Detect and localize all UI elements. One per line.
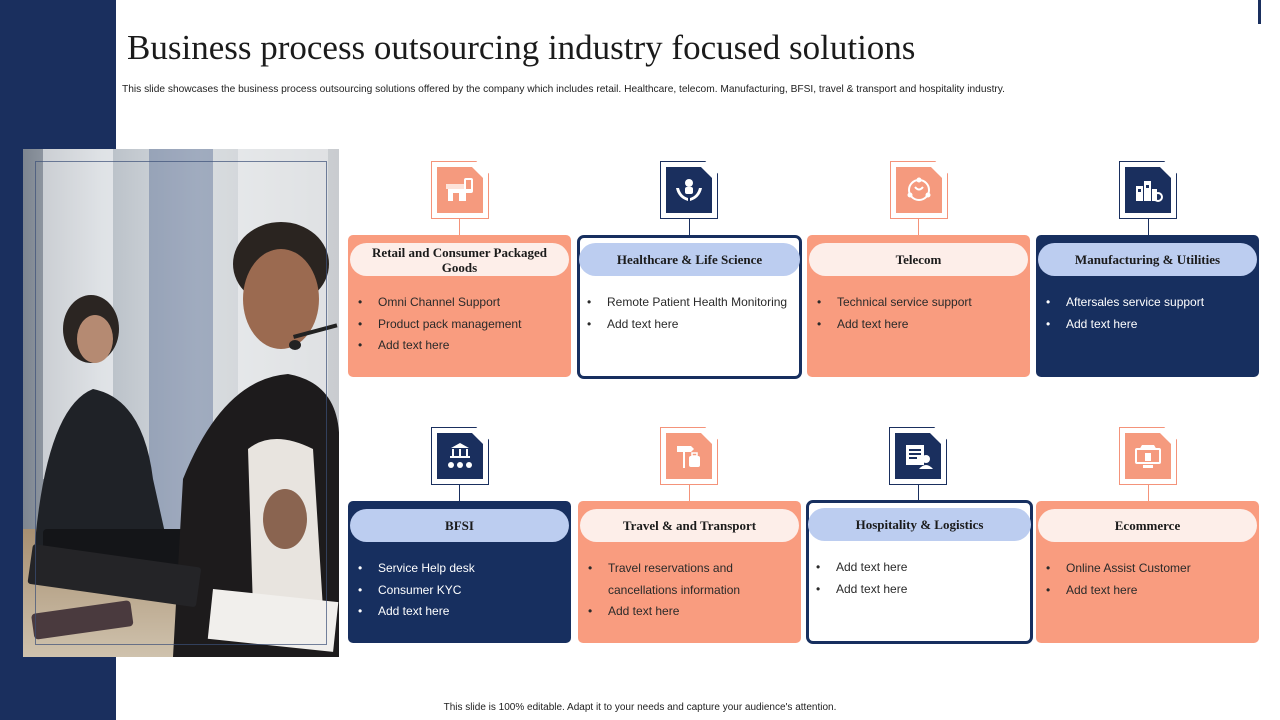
list-item: Technical service support (817, 292, 1022, 314)
list-item: Add text here (1046, 580, 1251, 602)
connector-line (689, 485, 690, 501)
network-globe-glyph (907, 177, 931, 201)
bank-glyph (448, 443, 472, 468)
list-item: Add text here (358, 335, 563, 357)
slide-footer: This slide is 100% editable. Adapt it to… (443, 702, 837, 713)
card-items: Service Help desk Consumer KYC Add text … (358, 558, 563, 623)
signpost-luggage-icon (660, 427, 718, 485)
card-title: Hospitality & Logistics (808, 508, 1031, 541)
list-item: Add text here (1046, 314, 1251, 336)
online-shop-icon (1119, 427, 1177, 485)
connector-line (918, 219, 919, 235)
list-item: Add text here (588, 601, 793, 623)
call-center-photo (23, 149, 339, 657)
connector-line (459, 219, 460, 235)
connector-line (689, 219, 690, 235)
card-title: Travel & and Transport (580, 509, 799, 542)
list-item: Service Help desk (358, 558, 563, 580)
card-items: Remote Patient Health Monitoring Add tex… (587, 292, 791, 335)
card-title: Ecommerce (1038, 509, 1257, 542)
card-title: BFSI (350, 509, 569, 542)
photo-people-illustration (27, 222, 339, 657)
card-items: Travel reservations and cancellations in… (588, 558, 793, 623)
slide-subtitle: This slide showcases the business proces… (122, 84, 1005, 95)
factory-glyph (1136, 181, 1163, 202)
connector-line (459, 485, 460, 501)
store-icon (431, 161, 489, 219)
card-manufacturing: Manufacturing & Utilities Aftersales ser… (1036, 235, 1259, 377)
card-hospitality: Hospitality & Logistics Add text here Ad… (806, 500, 1033, 644)
list-item: Add text here (358, 601, 563, 623)
photo-frame (35, 161, 327, 645)
list-item: Add text here (587, 314, 791, 336)
bank-icon (431, 427, 489, 485)
corner-accent (1258, 0, 1261, 24)
card-healthcare: Healthcare & Life Science Remote Patient… (577, 235, 802, 379)
card-title: Healthcare & Life Science (579, 243, 800, 276)
hands-care-glyph (676, 179, 702, 201)
card-retail: Retail and Consumer Packaged Goods Omni … (348, 235, 571, 377)
list-item: Aftersales service support (1046, 292, 1251, 314)
connector-line (918, 485, 919, 501)
list-item: Consumer KYC (358, 580, 563, 602)
online-shop-glyph (1135, 445, 1161, 468)
card-bfsi: BFSI Service Help desk Consumer KYC Add … (348, 501, 571, 643)
list-item: Omni Channel Support (358, 292, 563, 314)
card-items: Technical service support Add text here (817, 292, 1022, 335)
card-telecom: Telecom Technical service support Add te… (807, 235, 1030, 377)
list-item: Travel reservations and cancellations in… (588, 558, 793, 601)
receptionist-icon (889, 427, 947, 485)
list-item: Add text here (816, 579, 1022, 601)
card-ecommerce: Ecommerce Online Assist Customer Add tex… (1036, 501, 1259, 643)
network-globe-icon (890, 161, 948, 219)
factory-icon (1119, 161, 1177, 219)
signpost-luggage-glyph (677, 446, 700, 468)
list-item: Remote Patient Health Monitoring (587, 292, 791, 314)
list-item: Product pack management (358, 314, 563, 336)
card-items: Aftersales service support Add text here (1046, 292, 1251, 335)
card-travel: Travel & and Transport Travel reservatio… (578, 501, 801, 643)
hands-care-icon (660, 161, 718, 219)
card-items: Omni Channel Support Product pack manage… (358, 292, 563, 357)
card-items: Add text here Add text here (816, 557, 1022, 600)
store-glyph (446, 178, 473, 201)
card-title: Manufacturing & Utilities (1038, 243, 1257, 276)
slide-title: Business process outsourcing industry fo… (127, 28, 916, 67)
card-title: Retail and Consumer Packaged Goods (350, 243, 569, 276)
connector-line (1148, 485, 1149, 501)
connector-line (1148, 219, 1149, 235)
list-item: Online Assist Customer (1046, 558, 1251, 580)
receptionist-glyph (906, 445, 933, 469)
list-item: Add text here (816, 557, 1022, 579)
list-item: Add text here (817, 314, 1022, 336)
card-title: Telecom (809, 243, 1028, 276)
card-items: Online Assist Customer Add text here (1046, 558, 1251, 601)
